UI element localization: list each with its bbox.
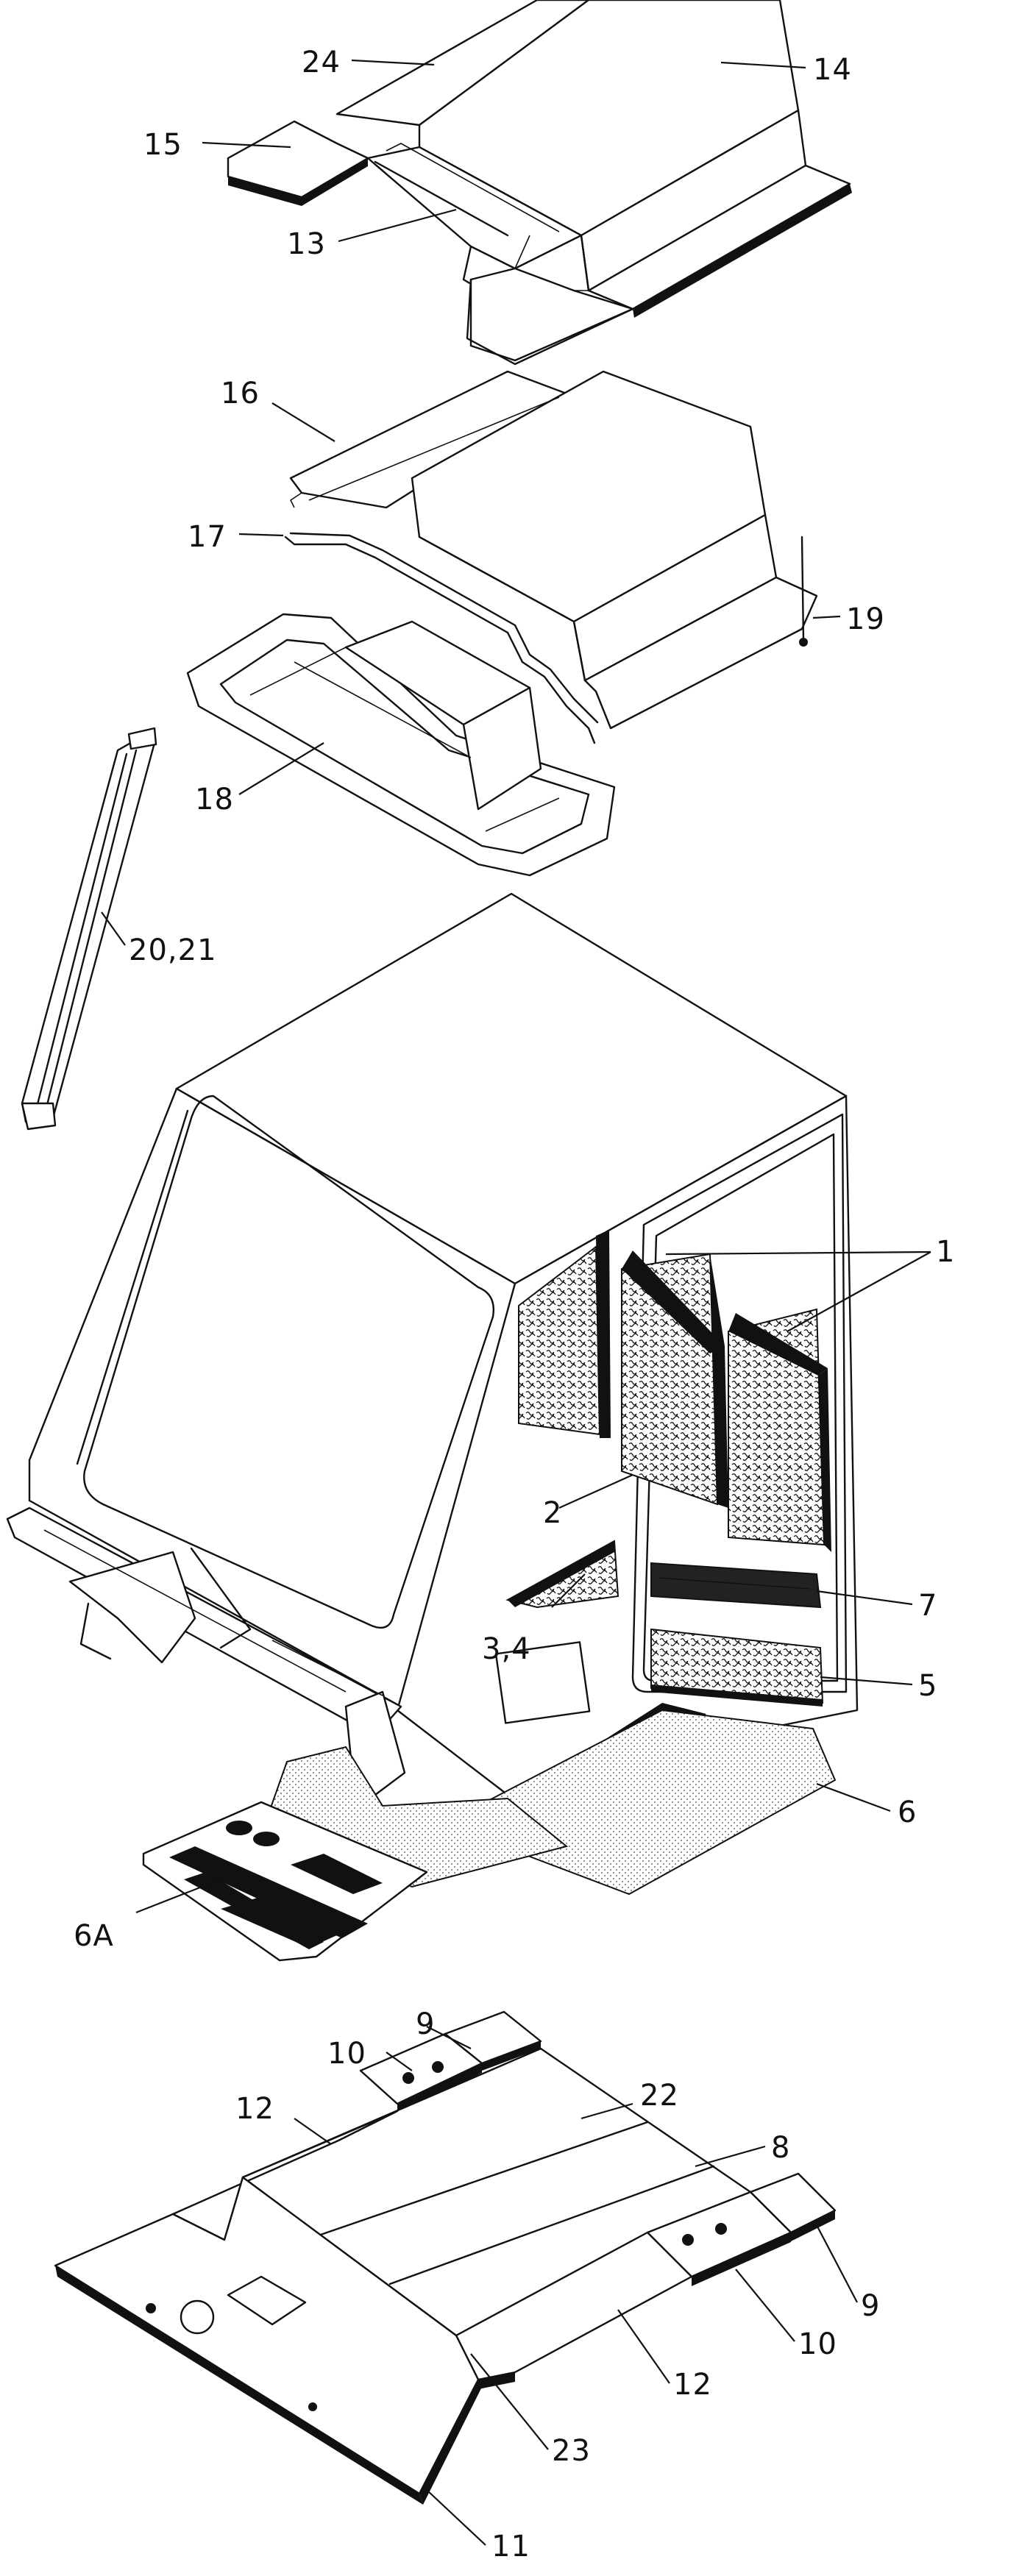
floor-plate-assembly (54, 2010, 837, 2505)
callout-19: 19 (846, 602, 885, 636)
part-17-trim-strip (284, 536, 596, 744)
callout-15: 15 (143, 128, 182, 162)
callout-23: 23 (552, 2434, 591, 2468)
ceiling-tray-part-18 (186, 613, 616, 877)
callout-12-upper: 12 (235, 2092, 274, 2126)
callout-1: 1 (936, 1235, 955, 1269)
callout-22: 22 (640, 2079, 679, 2113)
callout-18: 18 (195, 783, 234, 816)
leader-lines (101, 59, 931, 2546)
roof-liner-upper-assembly (227, 0, 852, 366)
pillar-seal-strip-20-21 (21, 727, 157, 1131)
callout-7: 7 (918, 1589, 937, 1623)
callout-10-upper: 10 (327, 2037, 366, 2071)
part-19-screw-shaft (800, 536, 805, 641)
part-11-cutout (227, 2275, 307, 2326)
part-20-21-strip (21, 734, 156, 1123)
callout-9-lower: 9 (861, 2289, 880, 2323)
part-19-screw-head (799, 638, 808, 647)
headliner-assembly (284, 370, 818, 744)
part-17-trim-strip-b (289, 532, 599, 724)
callout-9-upper: 9 (416, 2007, 435, 2041)
callout-6: 6 (898, 1796, 917, 1829)
callout-17: 17 (188, 520, 227, 554)
callout-2: 2 (543, 1496, 562, 1530)
callout-13: 13 (287, 227, 326, 261)
part-18-tray-inner (219, 638, 590, 855)
part-16-ledge (583, 576, 818, 730)
part-16-block-edge (418, 536, 586, 682)
callout-16: 16 (221, 377, 260, 410)
part-11-base-plate-edge (55, 2266, 423, 2505)
cab-access-panel (494, 1641, 591, 1724)
cab-step (68, 1551, 196, 1664)
callout-12-lower: 12 (673, 2368, 712, 2402)
part-11-large-hole (180, 2299, 215, 2335)
callout-14: 14 (813, 53, 852, 87)
callout-3-4: 3,4 (482, 1632, 531, 1666)
callout-5: 5 (918, 1669, 937, 1703)
callout-8: 8 (771, 2131, 790, 2165)
part-14-ledge-edge (633, 184, 852, 318)
part-13-flap-edge (466, 278, 634, 366)
callout-labels: 24 14 15 13 16 17 19 18 20,21 1 2 3,4 7 … (74, 46, 955, 2563)
part-7-strip (650, 1562, 822, 1609)
callout-24: 24 (302, 46, 341, 79)
callout-10-lower: 10 (798, 2327, 837, 2361)
cab-windshield (83, 1095, 494, 1629)
cab-front-face (28, 1087, 516, 1708)
part-18-raised-box-side (462, 686, 542, 811)
callout-11: 11 (491, 2530, 530, 2563)
part-24-plate (335, 0, 590, 127)
callout-6A: 6A (74, 1919, 114, 1953)
floor-mats (142, 1709, 837, 1962)
part-15-edge (228, 158, 368, 206)
callout-20-21: 20,21 (129, 933, 217, 967)
